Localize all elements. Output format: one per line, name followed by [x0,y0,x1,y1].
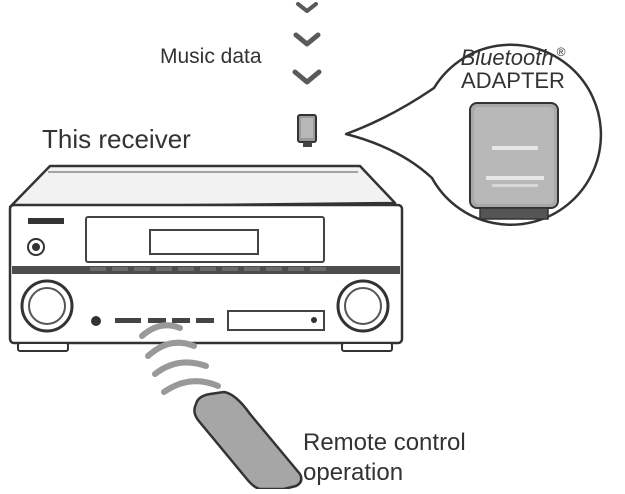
infrared-waves-icon [139,322,221,395]
music-data-label: Music data [160,45,262,68]
chevron-icon [293,32,321,47]
remote-label-line-1: Remote control [303,429,466,456]
small-adapter-icon [297,114,317,147]
music-data-chevron-icons [292,2,322,85]
registered-mark: ® [556,45,566,59]
this-receiver-label: This receiver [42,124,191,154]
av-receiver-icon [8,164,404,352]
bluetooth-adapter-icon [469,102,559,220]
chevron-icon [292,69,322,85]
front-button-row [90,267,326,271]
chevron-icon [296,2,318,13]
remote-label-line-2: operation [303,459,404,486]
adapter-word: ADAPTER [461,68,565,94]
bluetooth-adapter-label: Bluetooth® ADAPTER [448,46,578,92]
bluetooth-name-line: Bluetooth® [448,46,578,69]
remote-control-label: Remote control operation [303,428,466,488]
remote-control-icon [193,390,303,491]
bluetooth-name: Bluetooth [460,45,554,70]
